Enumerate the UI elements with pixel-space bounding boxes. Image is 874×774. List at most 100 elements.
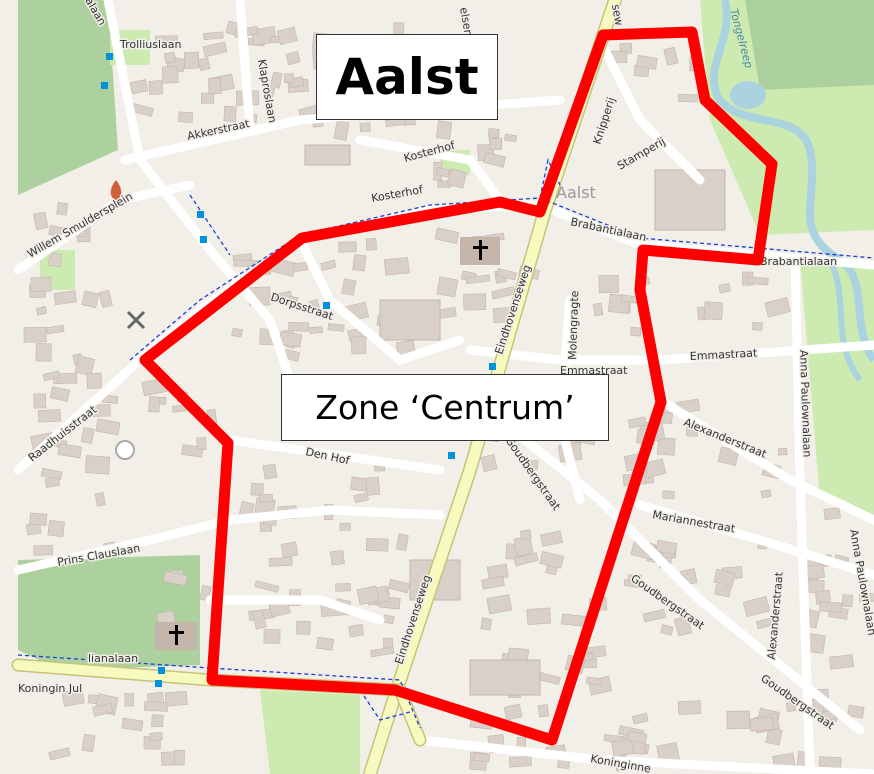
building-footprint bbox=[183, 51, 200, 70]
building-footprint bbox=[285, 51, 301, 66]
bus-stop-icon[interactable] bbox=[106, 53, 113, 60]
water-features bbox=[709, 0, 874, 382]
building-footprint bbox=[435, 166, 451, 178]
building-footprint bbox=[353, 492, 369, 504]
building-footprint bbox=[327, 323, 345, 332]
road-anna-paulownalaan bbox=[790, 255, 815, 774]
bus-stop-icon[interactable] bbox=[323, 302, 330, 309]
building-footprint bbox=[56, 201, 69, 216]
building-footprint bbox=[829, 654, 854, 670]
poi-icons bbox=[110, 180, 500, 650]
building-footprint bbox=[262, 463, 278, 480]
building-footprint bbox=[29, 512, 48, 526]
building-block bbox=[304, 144, 351, 166]
place-label-aalst: Aalst bbox=[556, 183, 596, 202]
building-footprint bbox=[30, 276, 52, 292]
building-footprint bbox=[436, 276, 459, 298]
church-icon[interactable] bbox=[460, 237, 500, 265]
zone-label: Zone ‘Centrum’ bbox=[315, 388, 575, 427]
building-footprint bbox=[124, 693, 134, 707]
building-footprint bbox=[713, 568, 736, 588]
building-footprint bbox=[714, 584, 732, 598]
building-footprint bbox=[717, 446, 740, 466]
building-footprint bbox=[755, 616, 777, 630]
building-footprint bbox=[504, 133, 518, 143]
building-footprint bbox=[365, 476, 381, 496]
stream-east bbox=[827, 258, 863, 382]
building-footprint bbox=[434, 227, 460, 244]
road-alexanderstraat bbox=[655, 395, 874, 525]
church-icon[interactable] bbox=[155, 622, 197, 650]
building-footprint bbox=[352, 254, 367, 272]
bus-stop-icon[interactable] bbox=[158, 667, 165, 674]
building-footprint bbox=[231, 327, 243, 338]
building-footprint bbox=[383, 256, 410, 276]
building-footprint bbox=[463, 293, 487, 311]
building-footprint bbox=[841, 594, 853, 608]
map-title: Aalst bbox=[335, 48, 479, 106]
building-footprint bbox=[786, 702, 797, 712]
building-footprint bbox=[539, 551, 564, 569]
building-footprint bbox=[486, 594, 513, 615]
building-footprint bbox=[202, 41, 228, 58]
bus-stop-icon[interactable] bbox=[448, 452, 455, 459]
building-footprint bbox=[673, 615, 692, 637]
building-footprint bbox=[749, 716, 774, 732]
building-footprint bbox=[308, 299, 321, 314]
bus-stop-icon[interactable] bbox=[197, 211, 204, 218]
building-footprint bbox=[296, 620, 311, 635]
building-footprint bbox=[263, 629, 281, 644]
building-footprint bbox=[262, 85, 276, 99]
zone-centrum-boundary[interactable] bbox=[139, 26, 778, 746]
building-footprint bbox=[396, 533, 409, 551]
building-footprint bbox=[338, 241, 357, 253]
building-footprint bbox=[53, 290, 77, 306]
building-footprint bbox=[777, 447, 788, 456]
building-footprint bbox=[348, 624, 365, 638]
building-footprint bbox=[496, 268, 517, 281]
building-footprint bbox=[513, 552, 539, 567]
forest-area-northwest bbox=[18, 0, 118, 195]
building-footprint bbox=[341, 278, 357, 296]
building-footprint bbox=[143, 701, 169, 712]
building-footprint bbox=[270, 71, 283, 89]
building-footprint bbox=[718, 282, 731, 294]
street-label-anna-paulownalaan-1: Anna Paulownalaan bbox=[797, 350, 814, 458]
building-footprint bbox=[164, 690, 188, 707]
bus-stop-icon[interactable] bbox=[200, 236, 207, 243]
building-footprint bbox=[33, 393, 47, 409]
building-footprint bbox=[276, 26, 298, 46]
building-footprint bbox=[356, 585, 380, 606]
building-footprint bbox=[86, 372, 102, 389]
building-footprint bbox=[611, 738, 635, 758]
building-footprint bbox=[685, 426, 699, 437]
cycle-route-south bbox=[359, 689, 411, 721]
street-label-eindhovenseweg-top: sew bbox=[609, 3, 626, 26]
building-footprint bbox=[481, 575, 505, 590]
building-footprint bbox=[149, 731, 163, 742]
building-footprint bbox=[465, 274, 491, 285]
building-footprint bbox=[320, 259, 337, 271]
windmill-icon[interactable] bbox=[126, 310, 146, 330]
building-footprint bbox=[487, 128, 500, 139]
building-footprint bbox=[174, 749, 185, 766]
road-klaproslaan bbox=[235, 0, 255, 135]
road-koninginne bbox=[415, 735, 874, 774]
building-footprint bbox=[98, 289, 113, 308]
zone-label-box: Zone ‘Centrum’ bbox=[281, 374, 609, 441]
building-footprint bbox=[61, 688, 85, 707]
street-label-molengragte: Molengragte bbox=[566, 290, 581, 360]
building-footprint bbox=[677, 93, 698, 103]
bus-stop-icon[interactable] bbox=[155, 680, 162, 687]
building-footprint bbox=[644, 458, 667, 479]
building-footprint bbox=[627, 416, 647, 429]
building-footprint bbox=[84, 455, 111, 475]
bus-stop-icon[interactable] bbox=[101, 82, 108, 89]
building-footprint bbox=[446, 168, 467, 189]
fire-station-icon[interactable] bbox=[110, 180, 122, 200]
bus-stop-icon[interactable] bbox=[489, 363, 496, 370]
building-footprint bbox=[57, 443, 82, 459]
building-footprint bbox=[598, 275, 619, 294]
